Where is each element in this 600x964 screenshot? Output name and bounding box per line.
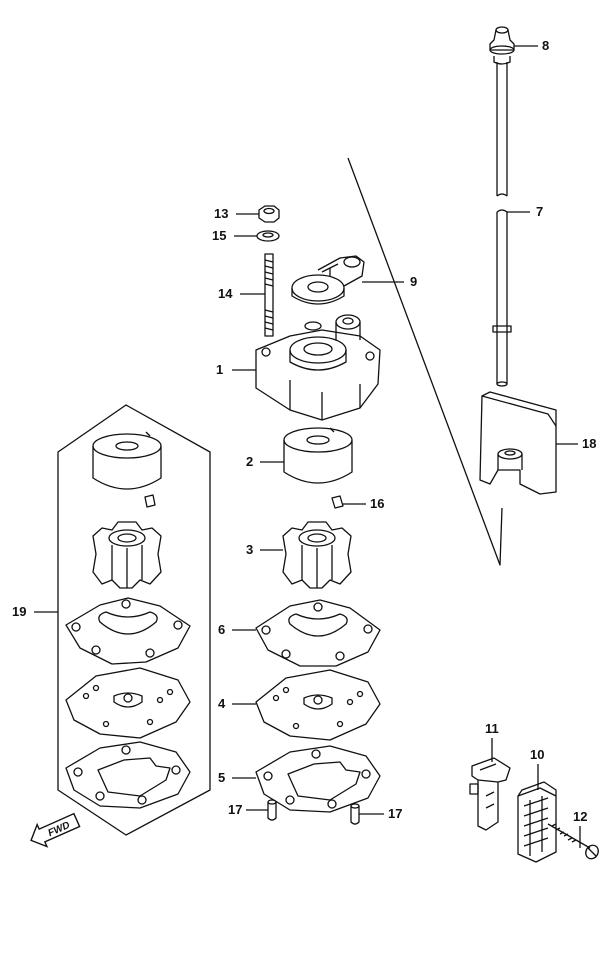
impeller-3 [282,521,352,589]
nut-13 [258,205,280,223]
callout-17-right: 17 [388,806,403,821]
holder-10 [517,781,557,863]
seal-plate-18 [479,391,557,495]
water-tube-7 [492,62,512,387]
kit-gasket-lower [65,741,191,809]
callout-12: 12 [573,809,588,824]
assembly-leader-9 [347,157,503,566]
callout-18: 18 [582,436,597,451]
callout-11: 11 [485,721,499,736]
callout-7: 7 [536,204,544,219]
kit-plate [65,667,191,739]
kit-impeller [92,521,162,589]
washer-15 [256,230,280,242]
callout-5: 5 [218,770,226,785]
bracket-11 [469,757,511,831]
callout-14: 14 [218,286,233,301]
screw-12 [547,823,599,860]
callout-13: 13 [214,206,229,221]
callout-19: 19 [12,604,27,619]
callout-8: 8 [542,38,550,53]
callout-2: 2 [246,454,254,469]
pump-case-1 [255,314,381,421]
callout-15: 15 [212,228,227,243]
key-16 [331,495,344,509]
plate-4 [255,669,381,741]
dowel-pin-17-right [350,803,360,825]
gasket-6 [255,599,381,667]
dowel-pin-17-left [267,799,277,821]
impeller-housing-2 [283,427,353,484]
grommet-8 [489,26,515,65]
kit-19-boundary [57,404,211,836]
gasket-5 [255,745,381,813]
callout-4: 4 [218,696,226,711]
stud-bolt-14 [264,253,274,337]
callout-3: 3 [246,542,254,557]
callout-9: 9 [410,274,418,289]
kit-key [144,494,156,508]
fwd-arrow-icon: FWD [30,812,81,848]
callout-16: 16 [370,496,385,511]
callout-1: 1 [216,362,224,377]
callout-6: 6 [218,622,226,637]
kit-housing [92,431,162,490]
callout-17-left: 17 [228,802,243,817]
kit-gasket-upper [65,597,191,665]
leader-lines [34,45,581,848]
callout-10: 10 [530,747,545,762]
cam-lever-9 [291,255,365,305]
